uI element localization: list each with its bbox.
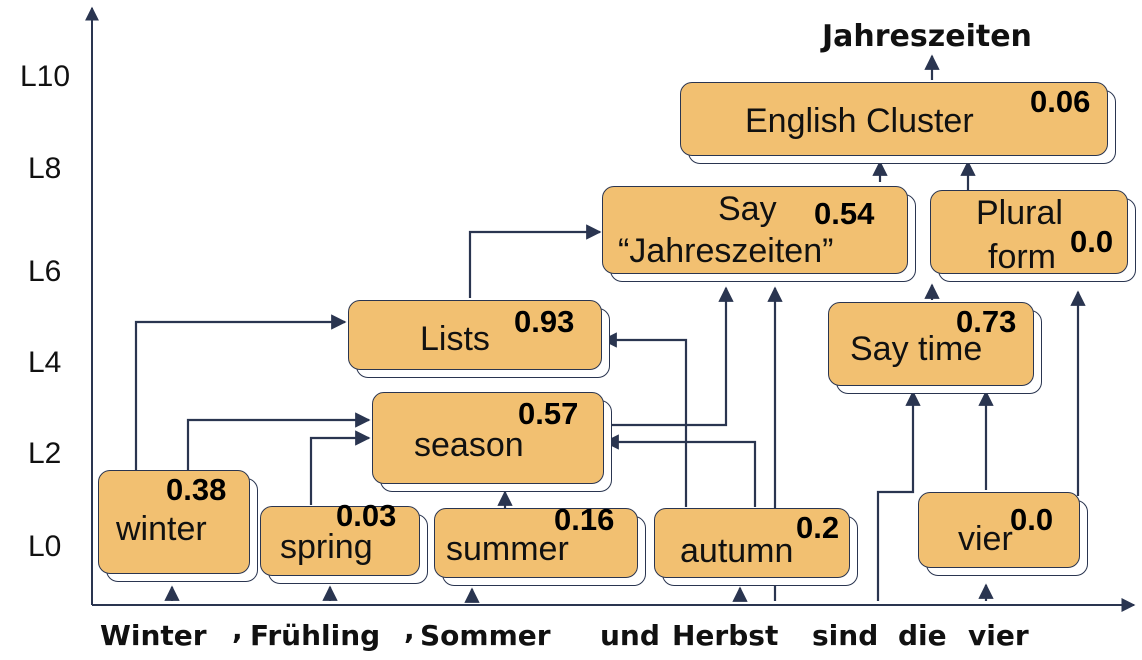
edge-autumn-lists <box>601 332 688 507</box>
node-score: 0.0 <box>1010 502 1054 537</box>
node-label: Say time <box>850 330 983 368</box>
token-vier: vier <box>968 619 1029 652</box>
node-label-line2: form <box>988 238 1056 276</box>
node-english-cluster[interactable]: English Cluster 0.06 <box>680 82 1116 164</box>
node-winter[interactable]: winter 0.38 <box>98 470 258 582</box>
edge-sind-saytime <box>876 390 921 601</box>
node-score: 0.2 <box>796 510 840 545</box>
node-autumn[interactable]: autumn 0.2 <box>654 508 858 586</box>
node-say-time[interactable]: Say time 0.73 <box>828 302 1042 394</box>
node-label-line1: Plural <box>976 194 1063 232</box>
token-sind: sind <box>812 619 879 652</box>
token-comma-2: , <box>404 613 415 646</box>
token-und: und <box>600 619 660 652</box>
node-lists[interactable]: Lists 0.93 <box>348 300 610 378</box>
level-label-l2: L2 <box>28 437 62 470</box>
node-score: 0.93 <box>514 304 575 339</box>
token-die: die <box>898 619 947 652</box>
node-label: Lists <box>420 320 490 358</box>
node-score: 0.73 <box>956 304 1017 339</box>
node-vier[interactable]: vier 0.0 <box>918 492 1088 576</box>
level-label-l8: L8 <box>28 152 62 185</box>
node-label: vier <box>958 520 1013 558</box>
edge-winter-lists <box>134 314 347 470</box>
edge-autumn-season <box>603 434 757 507</box>
node-label: spring <box>280 528 373 566</box>
node-label: winter <box>116 510 207 548</box>
level-label-l0: L0 <box>28 530 62 563</box>
node-score: 0.16 <box>554 502 615 537</box>
node-label-line1: Say <box>718 190 777 228</box>
node-score: 0.03 <box>336 498 397 533</box>
node-label: autumn <box>680 532 794 570</box>
token-fruehling: Frühling <box>250 619 381 652</box>
node-say-jahreszeiten[interactable]: Say “Jahreszeiten” 0.54 <box>602 186 916 282</box>
node-spring[interactable]: spring 0.03 <box>260 500 428 584</box>
edge-spring-season <box>309 430 371 505</box>
node-label: summer <box>446 530 569 568</box>
node-label: English Cluster <box>745 102 974 140</box>
node-season[interactable]: season 0.57 <box>372 392 612 492</box>
node-score: 0.54 <box>814 196 875 231</box>
output-token-label: Jahreszeiten <box>822 19 1032 54</box>
level-label-l4: L4 <box>28 346 62 379</box>
node-score: 0.57 <box>518 396 579 431</box>
node-score: 0.38 <box>166 472 227 507</box>
token-herbst: Herbst <box>672 619 779 652</box>
token-winter: Winter <box>100 619 207 652</box>
edge-lists-say <box>468 224 602 298</box>
node-label-line2: “Jahreszeiten” <box>618 232 834 270</box>
edge-season-say <box>605 286 734 427</box>
node-score: 0.06 <box>1030 84 1091 119</box>
token-sommer: Sommer <box>420 619 551 652</box>
token-comma-1: , <box>232 613 243 646</box>
level-label-l10: L10 <box>20 60 71 93</box>
node-summer[interactable]: summer 0.16 <box>434 504 646 586</box>
level-label-l6: L6 <box>28 255 62 288</box>
node-plural-form[interactable]: Plural form 0.0 <box>930 190 1136 282</box>
node-label: season <box>414 426 524 464</box>
node-score: 0.0 <box>1070 224 1114 259</box>
edge-winter-season <box>186 412 371 470</box>
